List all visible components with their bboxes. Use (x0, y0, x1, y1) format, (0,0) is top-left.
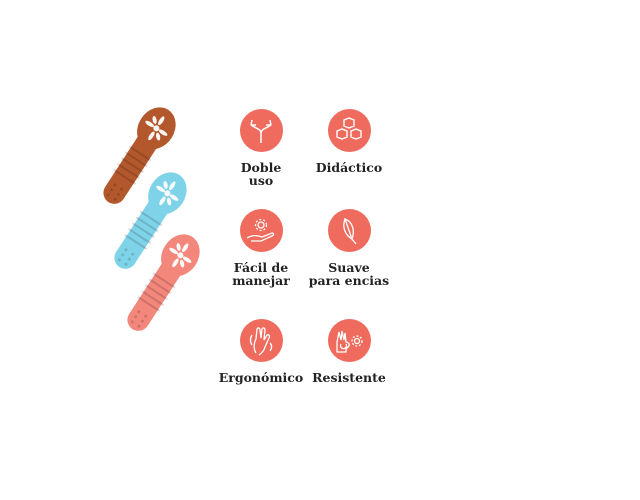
product-spoons-image (92, 99, 209, 340)
feature-label-line1: Fácil de (233, 260, 289, 275)
split-arrows-icon (239, 109, 283, 152)
feather-icon (327, 209, 371, 252)
feature-label-line2: para encias (308, 273, 390, 288)
feature-label-line1: Didáctico (315, 160, 383, 175)
feature-label-line1: Resistente (312, 370, 386, 385)
feature-didactico: Didáctico (294, 109, 404, 174)
feature-ergonomico: Ergonómico (206, 319, 316, 384)
feature-label-line2: uso (248, 173, 274, 188)
hand-icon (239, 319, 283, 362)
feature-label-line1: Suave (328, 260, 370, 275)
hand-gear-icon (239, 209, 283, 252)
ok-hand-gear-icon (327, 319, 371, 362)
blocks-icon (327, 109, 371, 152)
feature-label-line1: Doble (240, 160, 282, 175)
feature-label-line2: manejar (232, 273, 290, 288)
feature-resistente: Resistente (294, 319, 404, 384)
feature-label-line1: Ergonómico (218, 370, 304, 385)
